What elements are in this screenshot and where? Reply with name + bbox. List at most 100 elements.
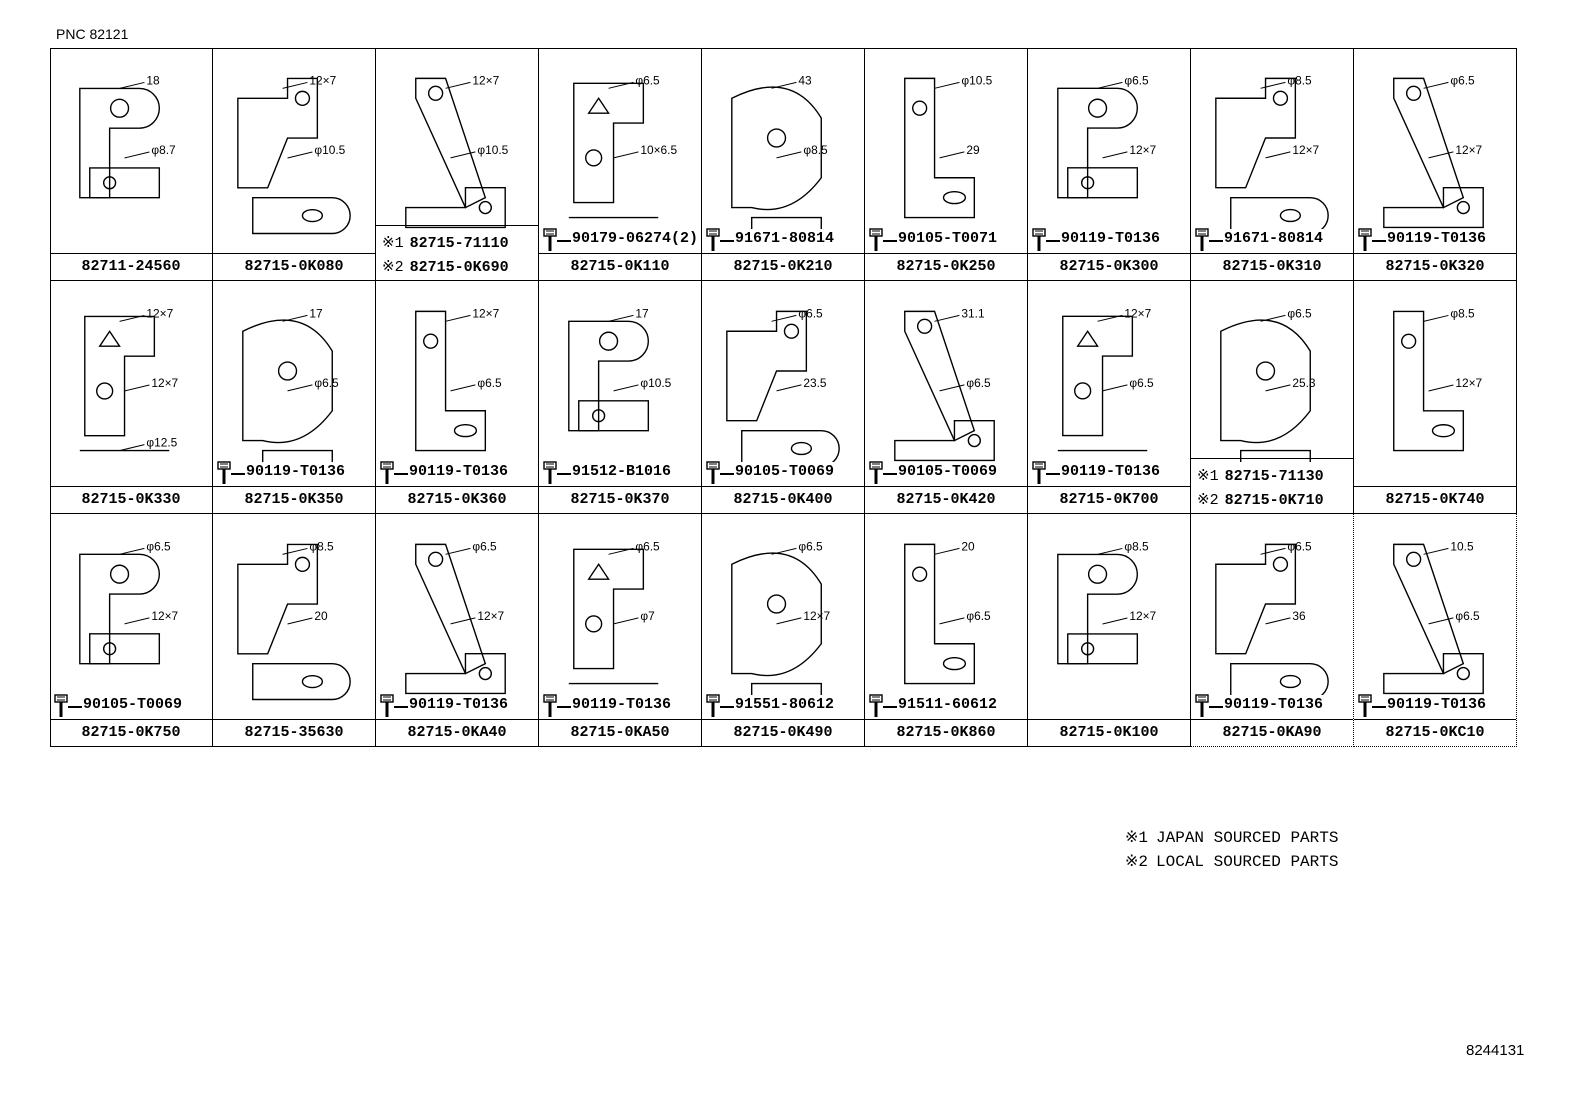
leader-line — [608, 314, 634, 322]
dimension-label: φ6.5 — [1450, 73, 1475, 87]
bracket-svg: φ6.512×7 — [1383, 73, 1484, 229]
leader-line — [119, 547, 145, 555]
leader-line — [939, 384, 965, 392]
leader-line — [608, 547, 634, 555]
bolt-part-number: 91551-80612 — [735, 696, 835, 713]
part-number: 82715-0K350 — [213, 486, 375, 513]
part-number: 82715-0K330 — [50, 486, 212, 513]
part-number: 82715-0K210 — [702, 253, 864, 280]
bolt-leader — [883, 706, 897, 708]
leader-line — [119, 444, 145, 452]
bracket-drawing — [1393, 310, 1465, 452]
leader-line — [1423, 314, 1449, 322]
bolt-part-number: 90105-T0069 — [735, 463, 835, 480]
pnc-label: PNC 82121 — [56, 26, 129, 42]
bolt-callout: 90119-T0136 — [376, 694, 538, 718]
leader-line — [1428, 151, 1454, 159]
leader-line — [1260, 81, 1286, 89]
part-number: 82715-0K370 — [539, 486, 701, 513]
bolt-callout: 90119-T0136 — [213, 461, 375, 485]
leader-line — [287, 384, 313, 392]
dimension-label: φ8.5 — [1124, 539, 1149, 553]
bracket-svg: φ8.512×7 — [1215, 73, 1329, 229]
bolt-callout: 91511-60612 — [865, 694, 1027, 718]
bolt-callout: 90119-T0136 — [1028, 228, 1190, 252]
bracket-svg: φ6.512×7 — [405, 539, 506, 695]
bracket-drawing — [568, 548, 659, 685]
dimension-label: 29 — [966, 143, 980, 157]
dimension-label: φ6.5 — [966, 609, 991, 623]
bolt-callout: 90119-T0136 — [1028, 461, 1190, 485]
bolt-icon — [1195, 228, 1209, 251]
part-number: 82715-0KA50 — [539, 719, 701, 746]
dimension-label: φ10.5 — [961, 73, 992, 87]
bolt-part-number: 90119-T0136 — [1387, 696, 1487, 713]
bracket-svg: 12×7φ6.5 — [415, 306, 502, 452]
bracket-svg: φ6.523.5 — [726, 306, 840, 462]
leader-line — [287, 151, 313, 159]
dimension-label: 17 — [635, 306, 649, 320]
dimension-label: 20 — [961, 539, 975, 553]
bolt-part-number: 90119-T0136 — [409, 463, 509, 480]
bolt-callout: 90105-T0071 — [865, 228, 1027, 252]
leader-line — [1428, 617, 1454, 625]
dimension-label: 43 — [798, 73, 812, 87]
leader-line — [1423, 547, 1449, 555]
bolt-callout: 90119-T0136 — [376, 461, 538, 485]
leader-line — [771, 314, 797, 322]
leader-line — [119, 81, 145, 89]
dimension-label: φ10.5 — [477, 143, 508, 157]
bracket-drawing — [731, 552, 822, 695]
part-cell: φ8.5 12×7 82715-0K740 — [1354, 281, 1517, 514]
part-number: 82715-0KC10 — [1354, 719, 1516, 746]
bolt-part-number: 90119-T0136 — [409, 696, 509, 713]
bolt-icon — [1358, 228, 1372, 251]
part-number: 82715-0K490 — [702, 719, 864, 746]
leader-line — [1102, 617, 1128, 625]
leader-line — [124, 384, 150, 392]
dimension-label: 12×7 — [477, 609, 504, 623]
leader-line — [450, 384, 476, 392]
bolt-callout: 90119-T0136 — [1354, 694, 1516, 718]
dimension-label: φ8.5 — [309, 539, 334, 553]
bracket-drawing — [1220, 319, 1311, 462]
dimension-label: φ6.5 — [798, 306, 823, 320]
part-number: 82715-0K700 — [1028, 486, 1190, 513]
leader-line — [1428, 384, 1454, 392]
bolt-leader — [557, 473, 571, 475]
bolt-leader — [1372, 706, 1386, 708]
leader-line — [1102, 384, 1128, 392]
bracket-drawing — [405, 77, 506, 229]
bolt-callout: 90105-T0069 — [702, 461, 864, 485]
bolt-icon — [869, 694, 883, 717]
leader-line — [1265, 151, 1291, 159]
bracket-svg: φ6.525.3 — [1220, 306, 1316, 462]
dimension-label: 12×7 — [1455, 376, 1482, 390]
bolt-icon — [869, 228, 883, 251]
bolt-leader — [1209, 240, 1223, 242]
dimension-label: 12×7 — [146, 306, 173, 320]
separator — [1191, 458, 1353, 459]
leader-line — [124, 151, 150, 159]
bolt-icon — [380, 694, 394, 717]
dimension-label: φ8.5 — [1450, 306, 1475, 320]
bolt-leader — [883, 240, 897, 242]
bolt-part-number: 90119-T0136 — [572, 696, 672, 713]
bolt-part-number: 90105-T0071 — [898, 230, 998, 247]
bolt-callout: 91671-80814 — [1191, 228, 1353, 252]
bolt-leader — [394, 706, 408, 708]
part-number: 82715-0K740 — [1354, 486, 1516, 513]
bolt-part-number: 90105-T0069 — [898, 463, 998, 480]
leader-line — [445, 314, 471, 322]
